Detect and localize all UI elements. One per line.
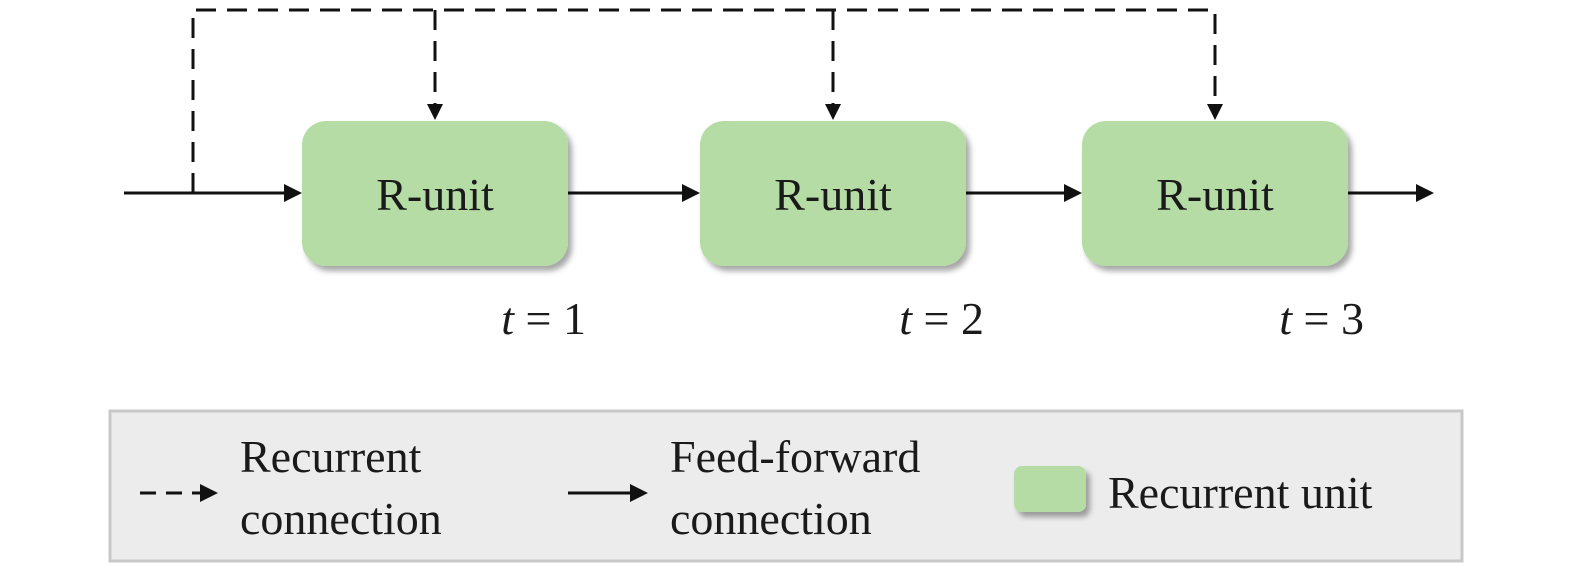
legend-recurrent-label-line1: Recurrent [240, 431, 422, 482]
legend-box [108, 409, 1464, 563]
r-unit-3-label: R-unit [1156, 169, 1274, 220]
feedforward-arrowheads [284, 184, 1434, 202]
legend-unit: Recurrent unit [1014, 466, 1373, 518]
r-unit-2: R-unit [700, 121, 966, 266]
time-label-3: t = 3 [1279, 293, 1364, 344]
recurrent-loop-outer [191, 8, 1217, 193]
legend-dashed-arrowhead-icon [200, 484, 218, 502]
legend-feedforward: Feed-forward connection [568, 431, 920, 544]
legend-feedforward-label-line2: connection [670, 493, 872, 544]
r-unit-2-label: R-unit [774, 169, 892, 220]
legend-recurrent-label-line2: connection [240, 493, 442, 544]
recurrent-connections [191, 8, 1217, 193]
legend-solid-arrowhead-icon [630, 484, 648, 502]
legend-feedforward-label-line1: Feed-forward [670, 431, 920, 482]
recurrent-arrowheads [427, 104, 1223, 120]
legend: Recurrent connection Feed-forward connec… [108, 409, 1464, 563]
time-label-2: t = 2 [899, 293, 984, 344]
legend-recurrent: Recurrent connection [140, 431, 442, 544]
recurrent-arrowhead-2 [825, 104, 841, 120]
r-unit-1-label: R-unit [376, 169, 494, 220]
time-label-1: t = 1 [501, 293, 586, 344]
recurrent-arrowhead-3 [1207, 104, 1223, 120]
legend-unit-label: Recurrent unit [1108, 467, 1373, 518]
r-unit-3: R-unit [1082, 121, 1348, 266]
legend-unit-swatch-icon [1014, 466, 1086, 512]
r-unit-1: R-unit [302, 121, 568, 266]
recurrent-arrowhead-1 [427, 104, 443, 120]
